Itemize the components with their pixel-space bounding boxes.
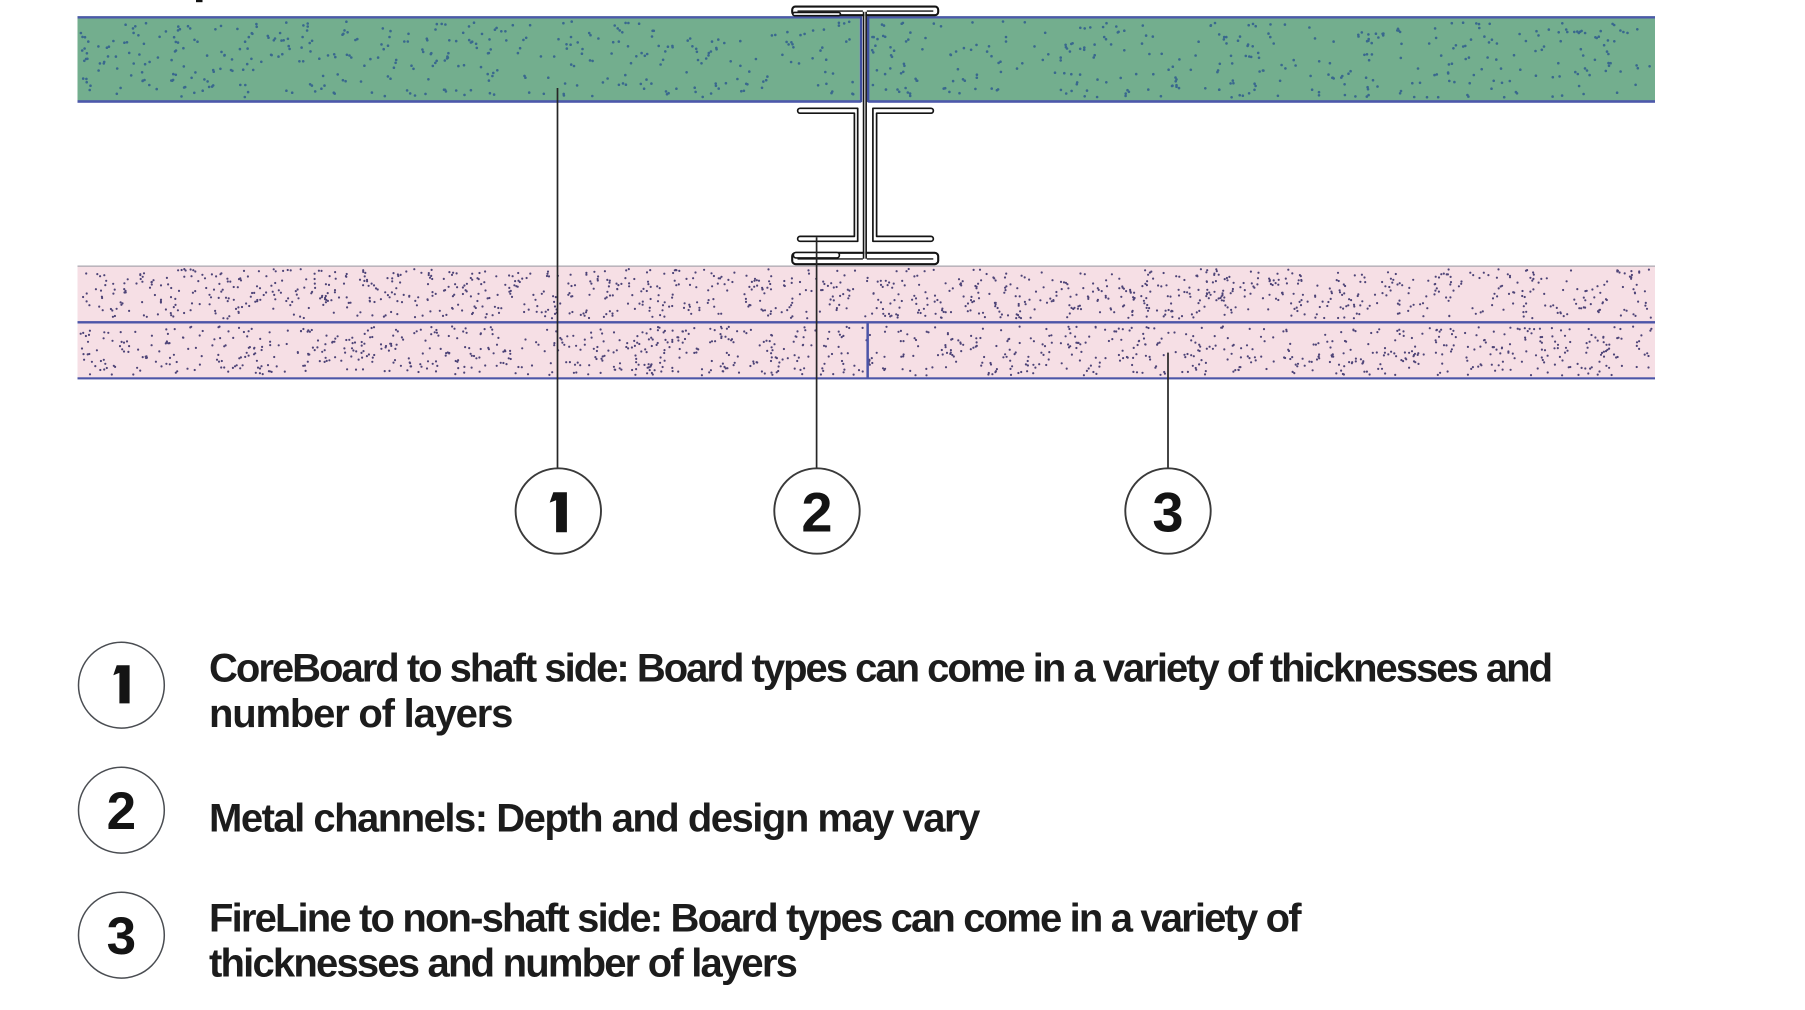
svg-text:number of layers: number of layers — [209, 692, 512, 736]
svg-text:thicknesses and number of laye: thicknesses and number of layers — [209, 942, 797, 986]
svg-text:2: 2 — [107, 782, 136, 841]
svg-text:CoreBoard to shaft side: Board: CoreBoard to shaft side: Board types can… — [209, 647, 1551, 691]
svg-text:FireLine to non-shaft side: Bo: FireLine to non-shaft side: Board types … — [209, 897, 1302, 941]
svg-text:3: 3 — [1152, 481, 1183, 544]
svg-text:3: 3 — [107, 907, 136, 966]
svg-text:2: 2 — [801, 481, 832, 544]
svg-text:Metal channels: Depth and desi: Metal channels: Depth and design may var… — [209, 797, 981, 841]
